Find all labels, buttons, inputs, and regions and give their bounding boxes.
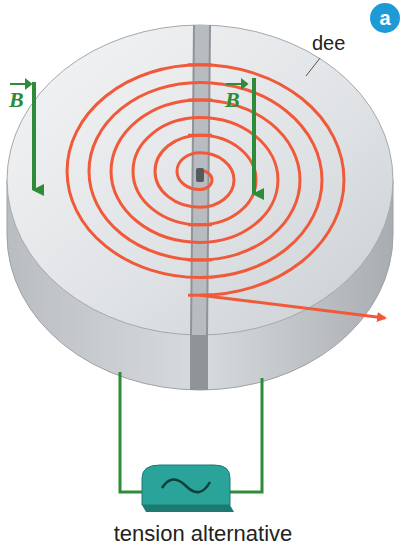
field-symbol: B — [225, 88, 240, 112]
field-symbol: B — [9, 88, 24, 112]
figure-badge: a — [370, 3, 400, 33]
part-label: tension alternative — [114, 522, 293, 546]
badge-letter: a — [379, 8, 390, 28]
part-label: dee — [312, 32, 345, 54]
